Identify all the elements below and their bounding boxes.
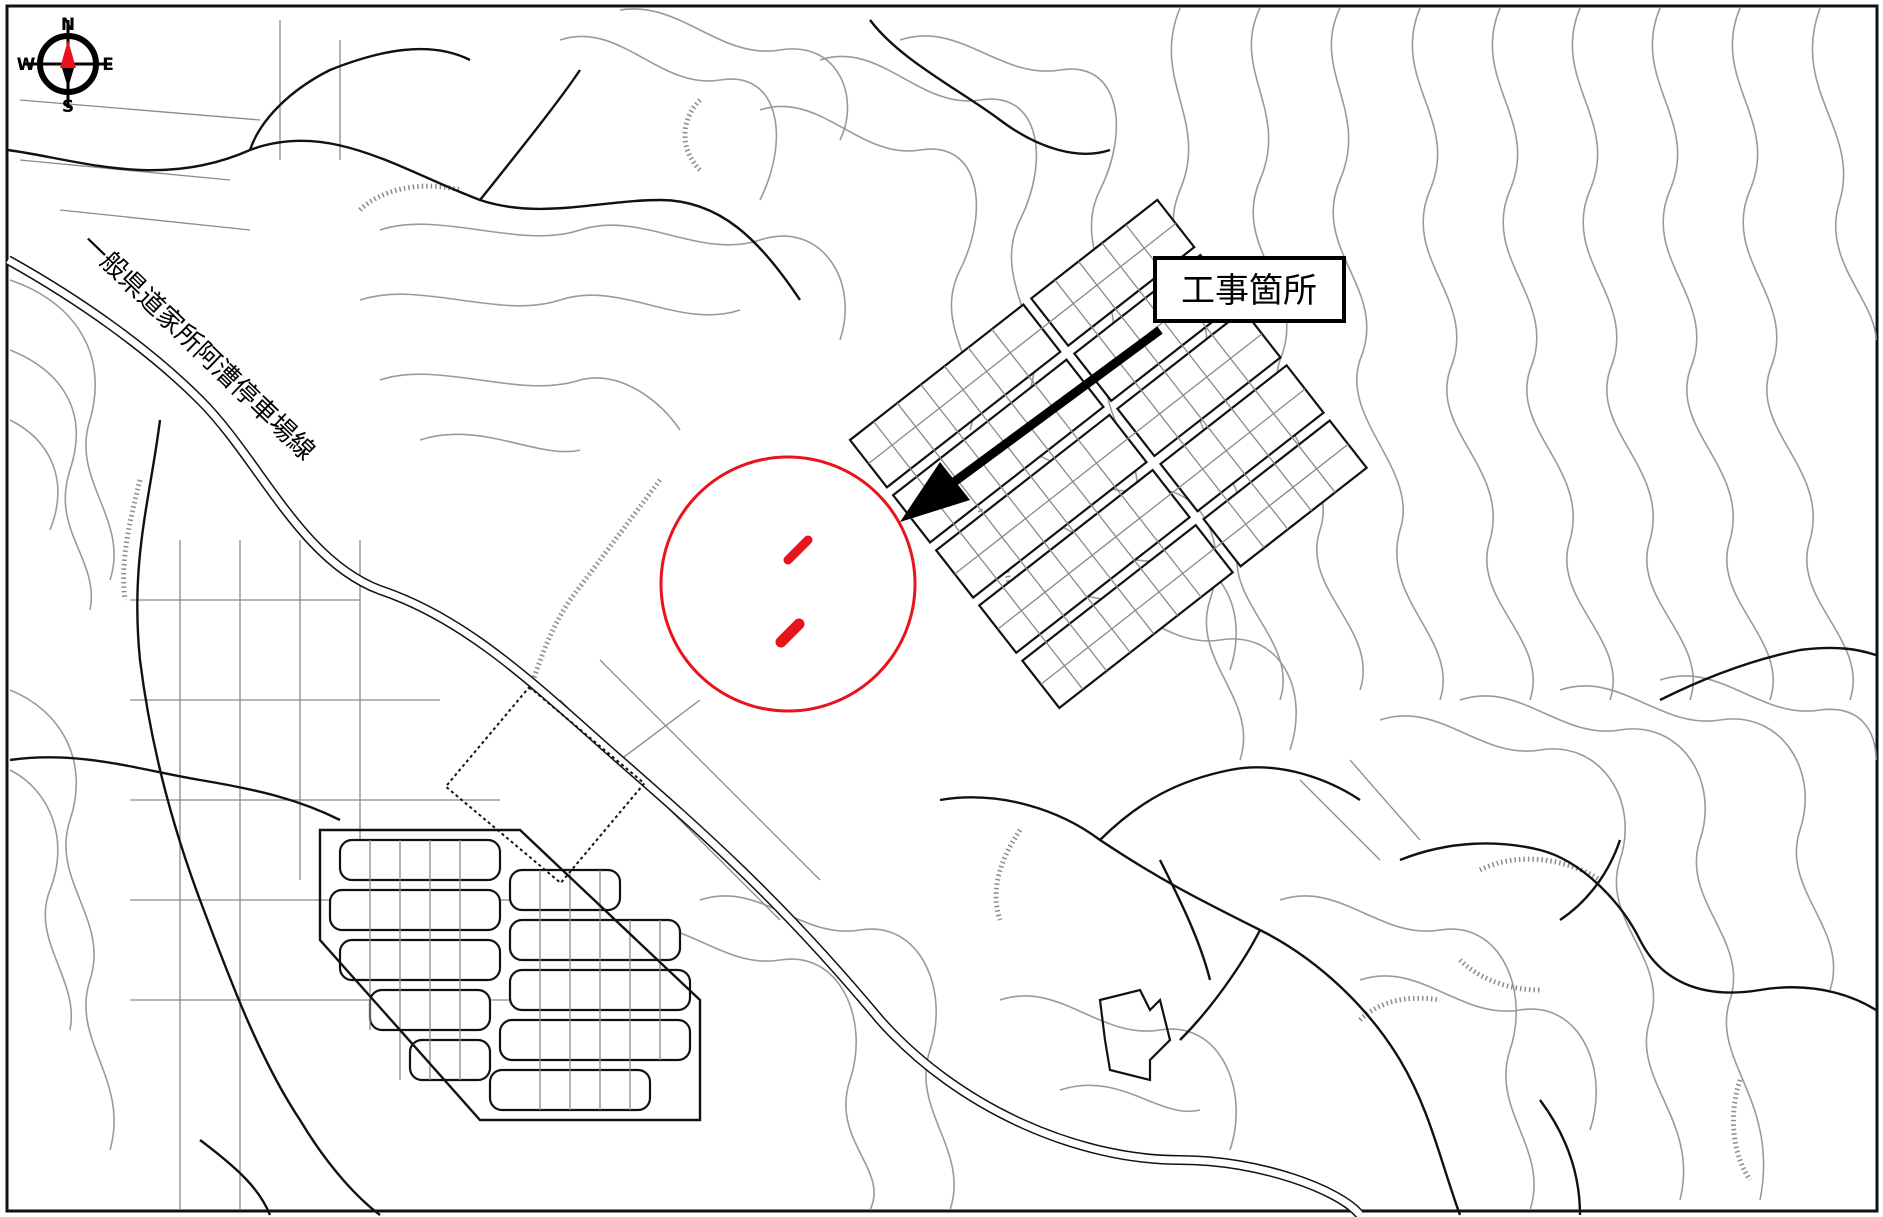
sports-field bbox=[444, 685, 646, 885]
compass-west: W bbox=[17, 55, 36, 75]
construction-mark-upper bbox=[783, 535, 813, 565]
site-highlight-circle bbox=[659, 455, 917, 713]
site-leader-arrow bbox=[900, 326, 1163, 522]
compass-east: E bbox=[102, 55, 114, 75]
site-label: 工事箇所 bbox=[1181, 271, 1317, 311]
site-label-box: 工事箇所 bbox=[1153, 256, 1346, 323]
building-outline bbox=[1098, 988, 1172, 1082]
construction-mark-lower bbox=[775, 618, 805, 648]
compass-rose: N S E W bbox=[17, 15, 114, 117]
north-arrow-icon bbox=[60, 40, 76, 68]
residential-grid-lower bbox=[318, 828, 702, 1122]
local-roads bbox=[7, 19, 1877, 1216]
construction-marks bbox=[775, 535, 813, 648]
map-frame bbox=[5, 4, 1879, 1213]
prefectural-road bbox=[5, 255, 1364, 1217]
compass-north: N bbox=[61, 15, 75, 35]
compass-south: S bbox=[62, 97, 74, 117]
